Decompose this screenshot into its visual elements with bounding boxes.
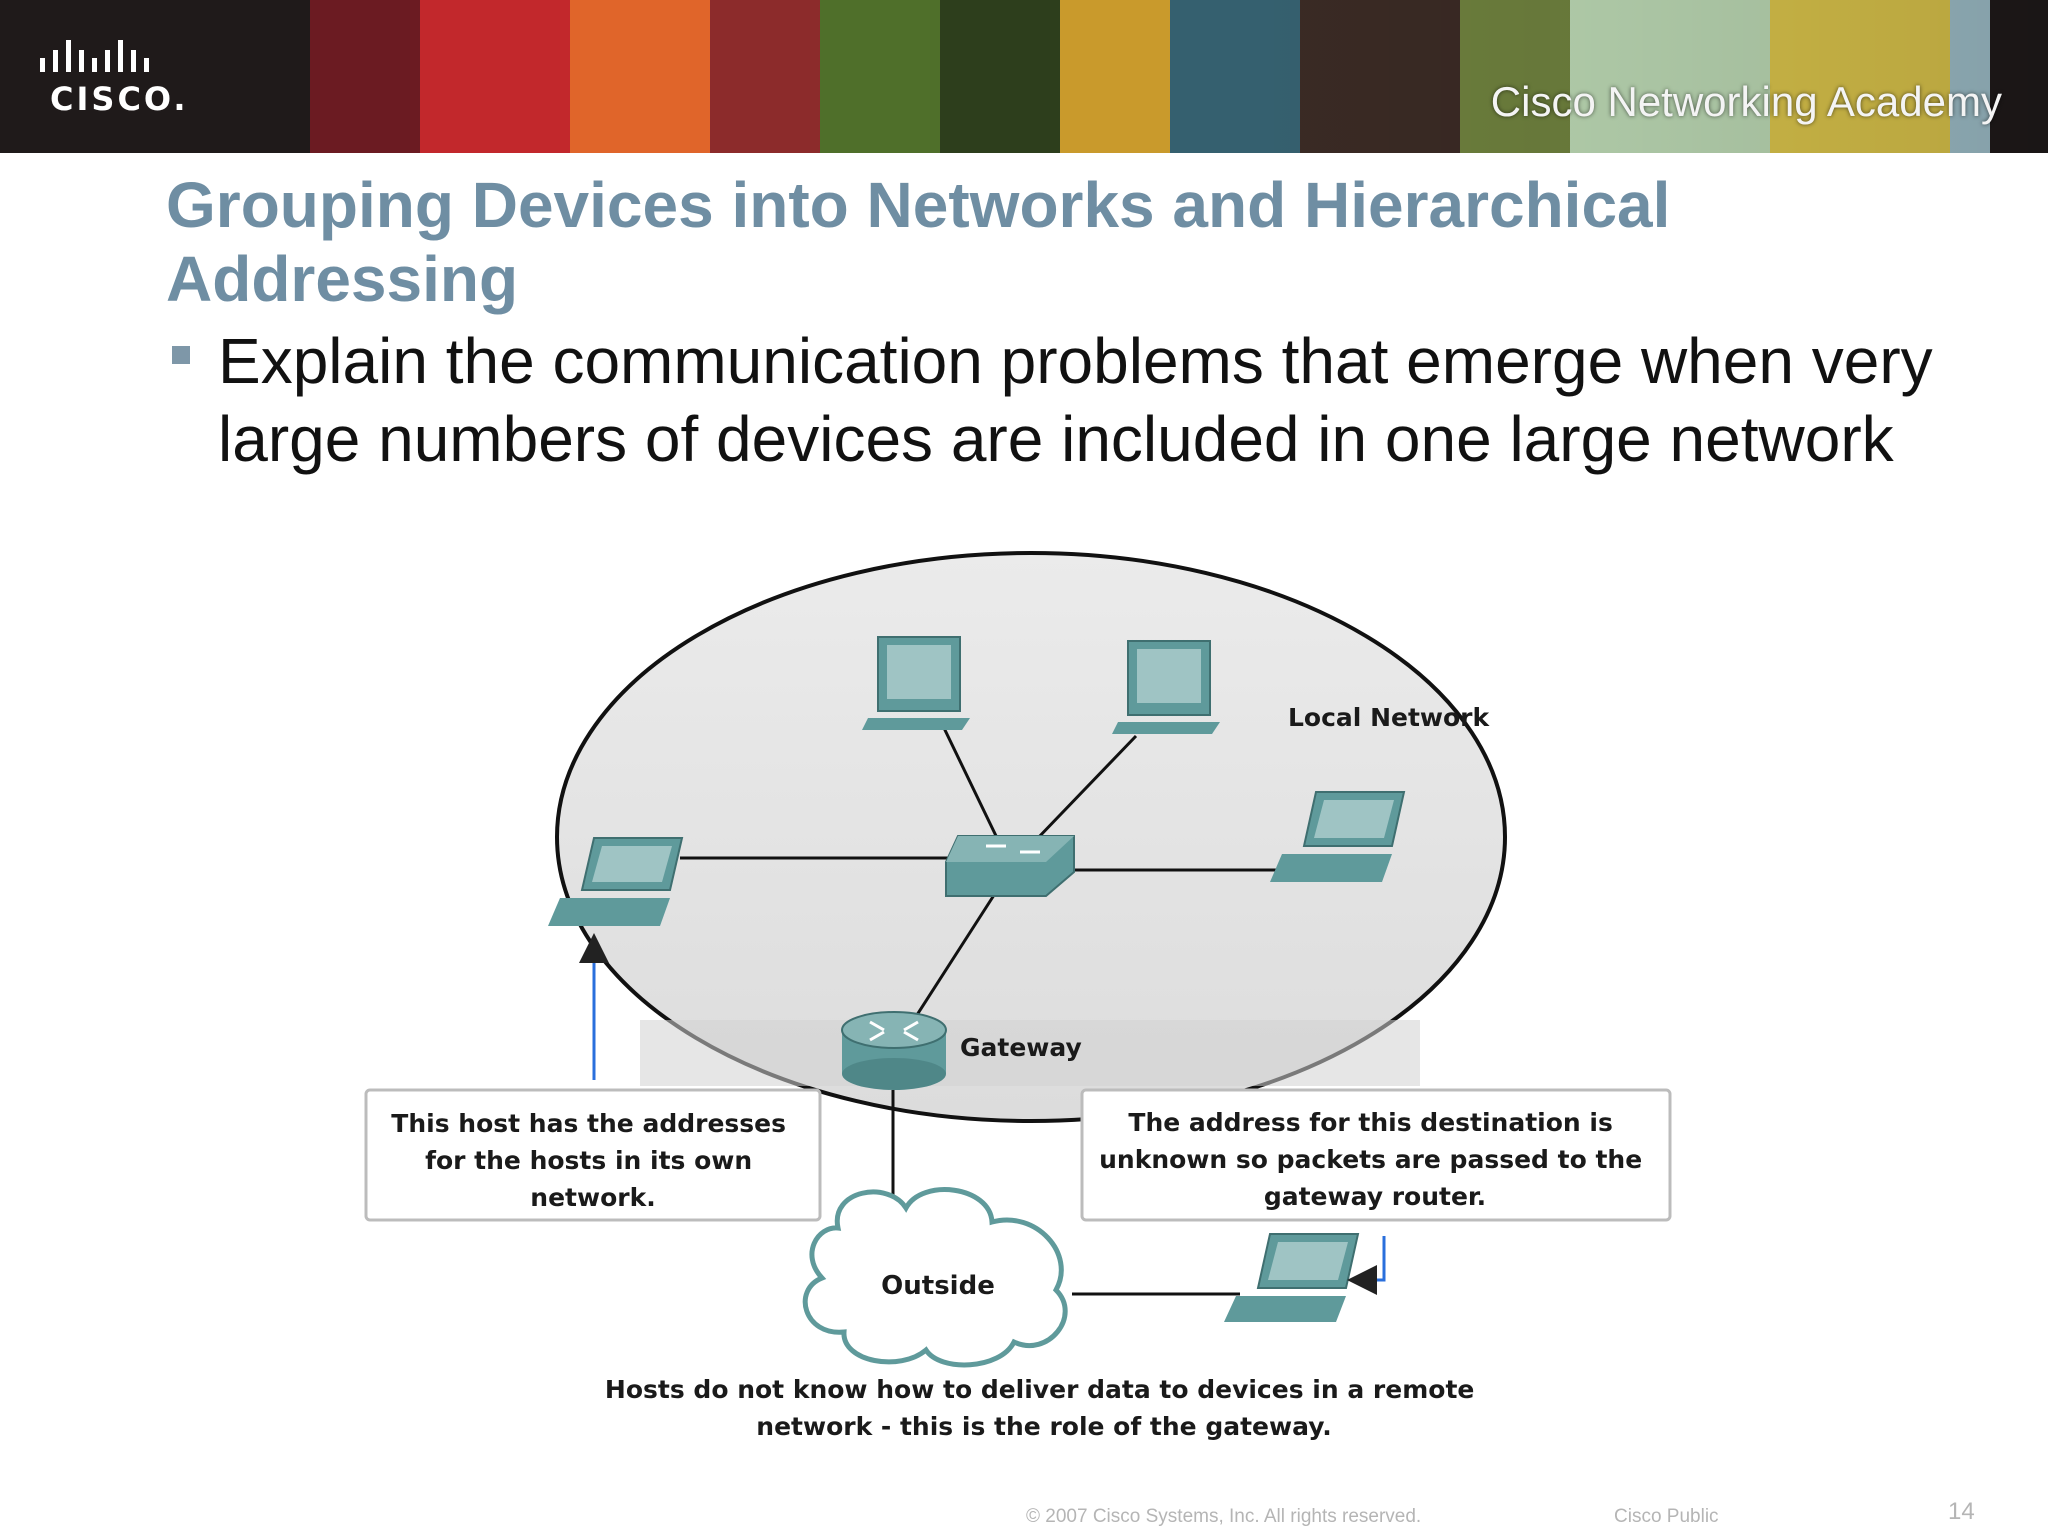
outside-cloud-icon (802, 1187, 1068, 1368)
desktop-computer-icon (1112, 640, 1220, 734)
bullet-text: Explain the communication problems that … (218, 325, 1933, 475)
right-callout-line: gateway router. (1264, 1182, 1486, 1211)
desktop-computer-icon (862, 636, 970, 730)
gateway-band (640, 1020, 1420, 1086)
bullet-square-icon (172, 346, 190, 364)
destination-callout-arrow (1347, 1236, 1386, 1295)
left-callout-line: This host has the addresses (391, 1109, 786, 1138)
right-callout-line: The address for this destination is (1128, 1108, 1612, 1137)
cisco-logo (40, 40, 149, 72)
right-callout-line: unknown so packets are passed to the (1099, 1145, 1642, 1174)
academy-brand: Cisco Networking Academy (1490, 78, 2002, 125)
diagram-caption-line: Hosts do not know how to deliver data to… (605, 1375, 1474, 1404)
laptop-icon (1270, 791, 1406, 882)
gateway-label: Gateway (960, 1033, 1082, 1062)
right-callout-box (1080, 1088, 1672, 1222)
footer-copyright: © 2007 Cisco Systems, Inc. All rights re… (1026, 1506, 1422, 1527)
svg-text:Hosts do not know how to deliv: Hosts do not know how to deliver data to… (605, 1375, 1483, 1441)
footer-classification: Cisco Public (1614, 1506, 1719, 1527)
router-icon (841, 1011, 947, 1090)
local-network-label: Local Network (1288, 703, 1490, 732)
banner-photo-strip (310, 0, 2000, 153)
laptop-icon (1224, 1233, 1360, 1322)
laptop-icon (548, 837, 684, 926)
slide-title: Grouping Devices into Networks and Hiera… (166, 169, 1671, 315)
cisco-logo-text: CISCO. (50, 80, 189, 118)
left-callout-line: network. (530, 1183, 655, 1212)
svg-text:The address for this destinati: The address for this destination is unkn… (1099, 1108, 1651, 1211)
left-callout-line: for the hosts in its own (425, 1146, 752, 1175)
network-links (680, 727, 1280, 1296)
svg-text:This host has the addresses: This host has the addresses for the host… (391, 1109, 794, 1212)
outside-label: Outside (881, 1271, 995, 1301)
switch-icon (945, 835, 1075, 897)
page-number: 14 (1948, 1498, 1975, 1525)
left-callout-box (364, 1088, 822, 1222)
header-banner: CISCO. Cisco Networking Academy (0, 0, 2048, 153)
diagram-caption-line: network - this is the role of the gatewa… (756, 1412, 1331, 1441)
